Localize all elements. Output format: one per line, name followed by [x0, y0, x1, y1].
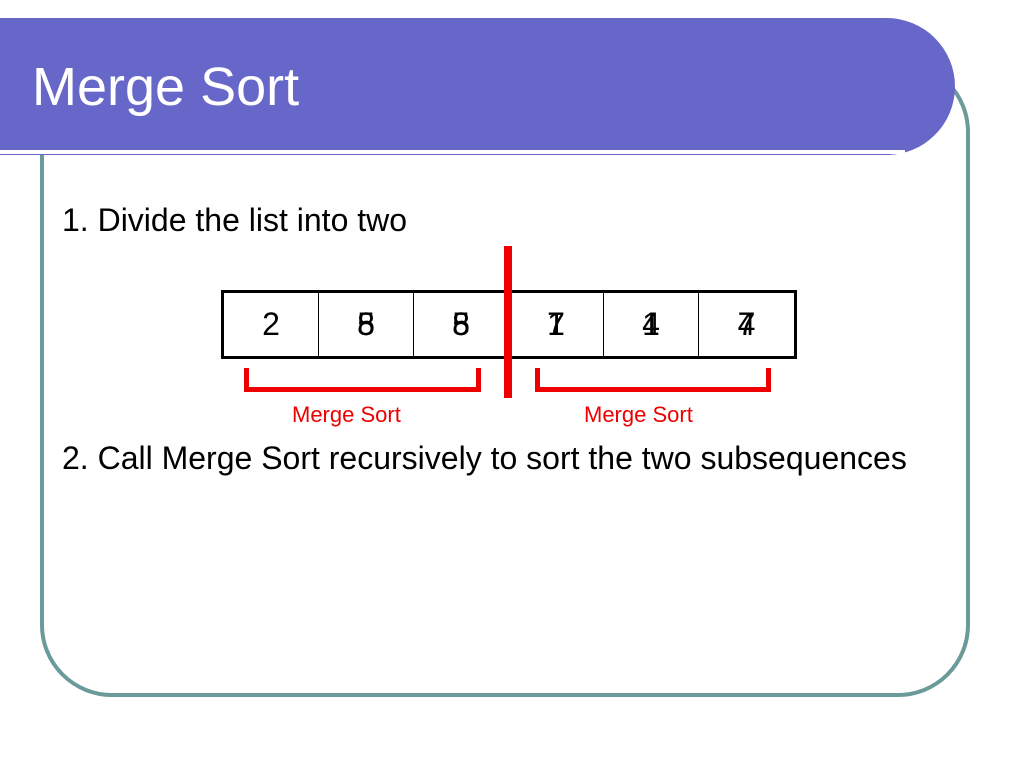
array-cell: 5 8	[414, 293, 509, 356]
cell-value: 4	[642, 306, 660, 342]
array-cell: 1 4	[604, 293, 699, 356]
array-cell: 5 8	[319, 293, 414, 356]
title-banner: Merge Sort	[0, 18, 955, 155]
cell-value: 1	[547, 306, 565, 342]
step-2-text: 2. Call Merge Sort recursively to sort t…	[62, 440, 907, 476]
left-bracket	[244, 368, 481, 392]
title-underline	[0, 150, 905, 154]
cell-value-back: 5	[357, 306, 375, 342]
cell-value-back: 5	[452, 306, 470, 342]
cell-value: 8	[452, 306, 470, 342]
cell-value-back: 7	[737, 306, 756, 342]
cell-value: 2	[262, 306, 280, 342]
cell-value-back: 7	[547, 306, 565, 342]
array-cell: 2	[224, 293, 319, 356]
cell-value-back: 1	[642, 306, 660, 342]
cell-value: 4	[737, 306, 756, 342]
array-cell: 7 4	[699, 293, 794, 356]
right-merge-sort-label: Merge Sort	[584, 402, 693, 427]
left-merge-sort-label: Merge Sort	[292, 402, 401, 427]
right-bracket	[535, 368, 771, 392]
array-cell: 7 1	[509, 293, 604, 356]
cell-value: 8	[357, 306, 375, 342]
split-divider	[504, 246, 512, 398]
step-1-text: 1. Divide the list into two	[62, 202, 408, 238]
slide-title: Merge Sort	[32, 57, 300, 117]
